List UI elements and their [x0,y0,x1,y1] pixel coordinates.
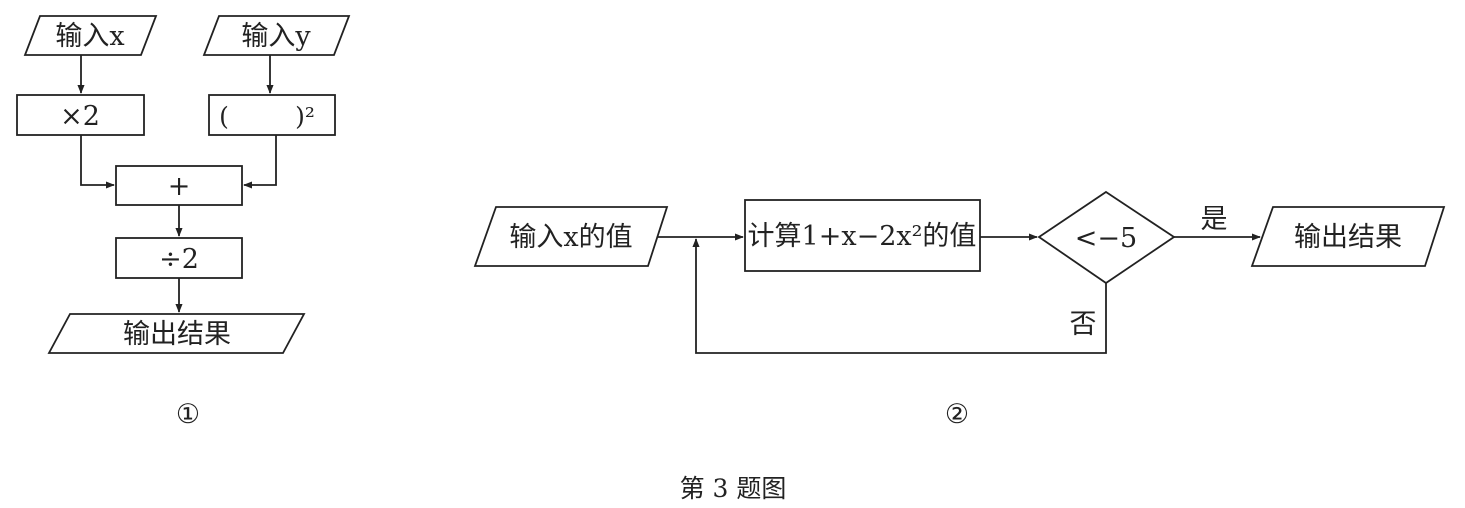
input-value-node [473,206,669,267]
plus-label: + [168,171,191,202]
output-node-2 [1250,206,1446,267]
input-y-node [202,15,351,56]
yes-label: 是 [1201,204,1228,235]
figure-2-label: ② [945,399,969,430]
input-x-label: 输入x [55,21,124,52]
times-two-label: ×2 [60,101,100,132]
no-label: 否 [1070,309,1097,340]
input-x-node [23,15,158,56]
divide-two-label: ÷2 [159,244,199,275]
times-two-node [16,94,145,136]
arrow-square-to-plus [243,135,277,189]
input-value-label: 输入x的值 [509,222,632,253]
figure-1-label: ① [176,399,200,430]
square-close-paren: )² [295,102,315,131]
arrow-times-two-to-plus [80,135,115,189]
square-node [208,94,336,136]
input-y-label: 输入y [241,21,311,52]
decision-label: <−5 [1075,223,1137,254]
output-label-2: 输出结果 [1294,222,1402,253]
figure-1: 输入x 输入y ×2 ( )² + ÷2 输出结果 ① [16,15,351,430]
square-open-paren: ( [219,102,229,131]
divide-two-node [115,237,243,279]
compute-label: 计算1+x−2x²的值 [748,221,977,252]
figure-2: 输入x的值 计算1+x−2x²的值 <−5 是 输出结果 否 ② [473,190,1446,430]
output-label-1: 输出结果 [123,319,231,350]
arrow-decision-no-loop [692,238,1107,354]
compute-node [744,199,981,272]
figure-caption: 第 3 题图 [680,474,787,503]
output-node-1 [47,313,306,354]
